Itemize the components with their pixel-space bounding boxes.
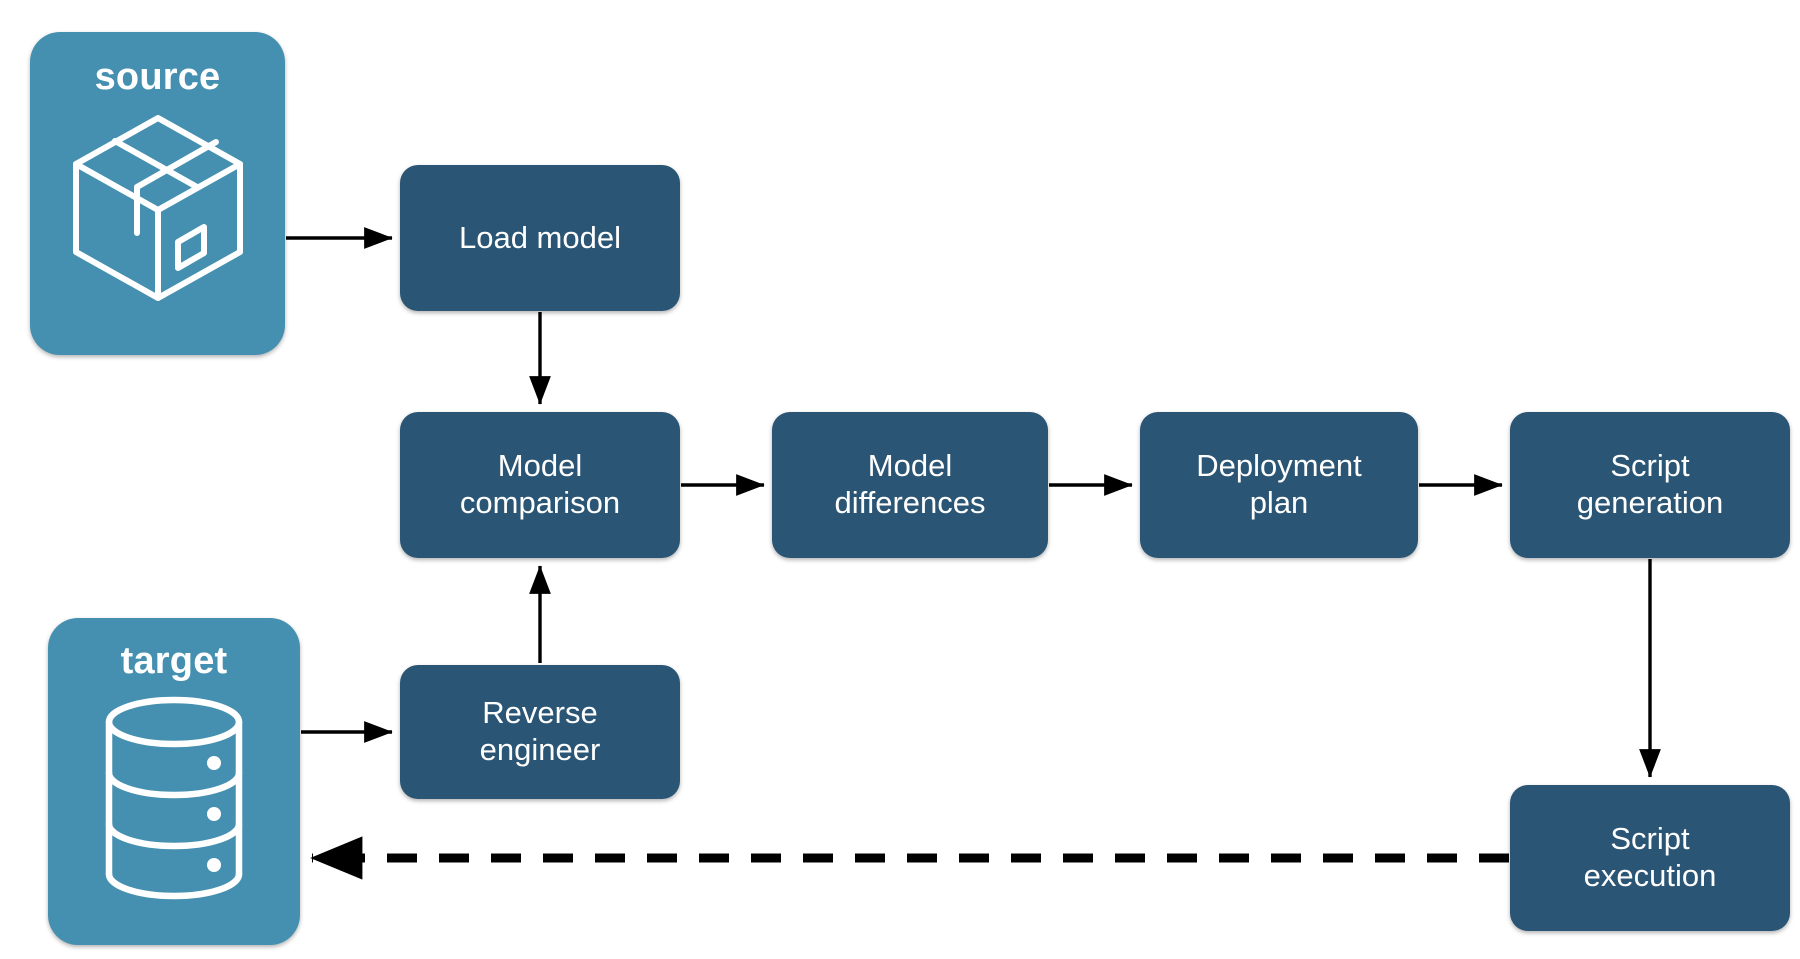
process-label-script-generation: Script generation — [1576, 448, 1724, 520]
source-label: source — [94, 56, 221, 98]
process-box-script-execution[interactable]: Script execution — [1510, 785, 1790, 931]
process-label-reverse-engineer: Reverse engineer — [479, 695, 601, 767]
database-cylinder-icon — [81, 680, 267, 911]
process-label-model-comparison: Model comparison — [459, 448, 621, 520]
process-box-model-comparison[interactable]: Model comparison — [400, 412, 680, 558]
package-box-icon — [58, 96, 258, 307]
source-endpoint-card[interactable]: source — [30, 32, 285, 355]
process-box-deployment-plan[interactable]: Deployment plan — [1140, 412, 1418, 558]
process-box-load-model[interactable]: Load model — [400, 165, 680, 311]
target-label: target — [120, 640, 228, 682]
process-label-deployment-plan: Deployment plan — [1196, 448, 1362, 520]
process-label-script-execution: Script execution — [1583, 821, 1717, 893]
process-label-load-model: Load model — [458, 219, 621, 255]
process-box-script-generation[interactable]: Script generation — [1510, 412, 1790, 558]
process-box-model-differences[interactable]: Model differences — [772, 412, 1048, 558]
process-label-model-differences: Model differences — [834, 448, 986, 520]
process-box-reverse-engineer[interactable]: Reverse engineer — [400, 665, 680, 799]
target-endpoint-card[interactable]: target — [48, 618, 300, 945]
